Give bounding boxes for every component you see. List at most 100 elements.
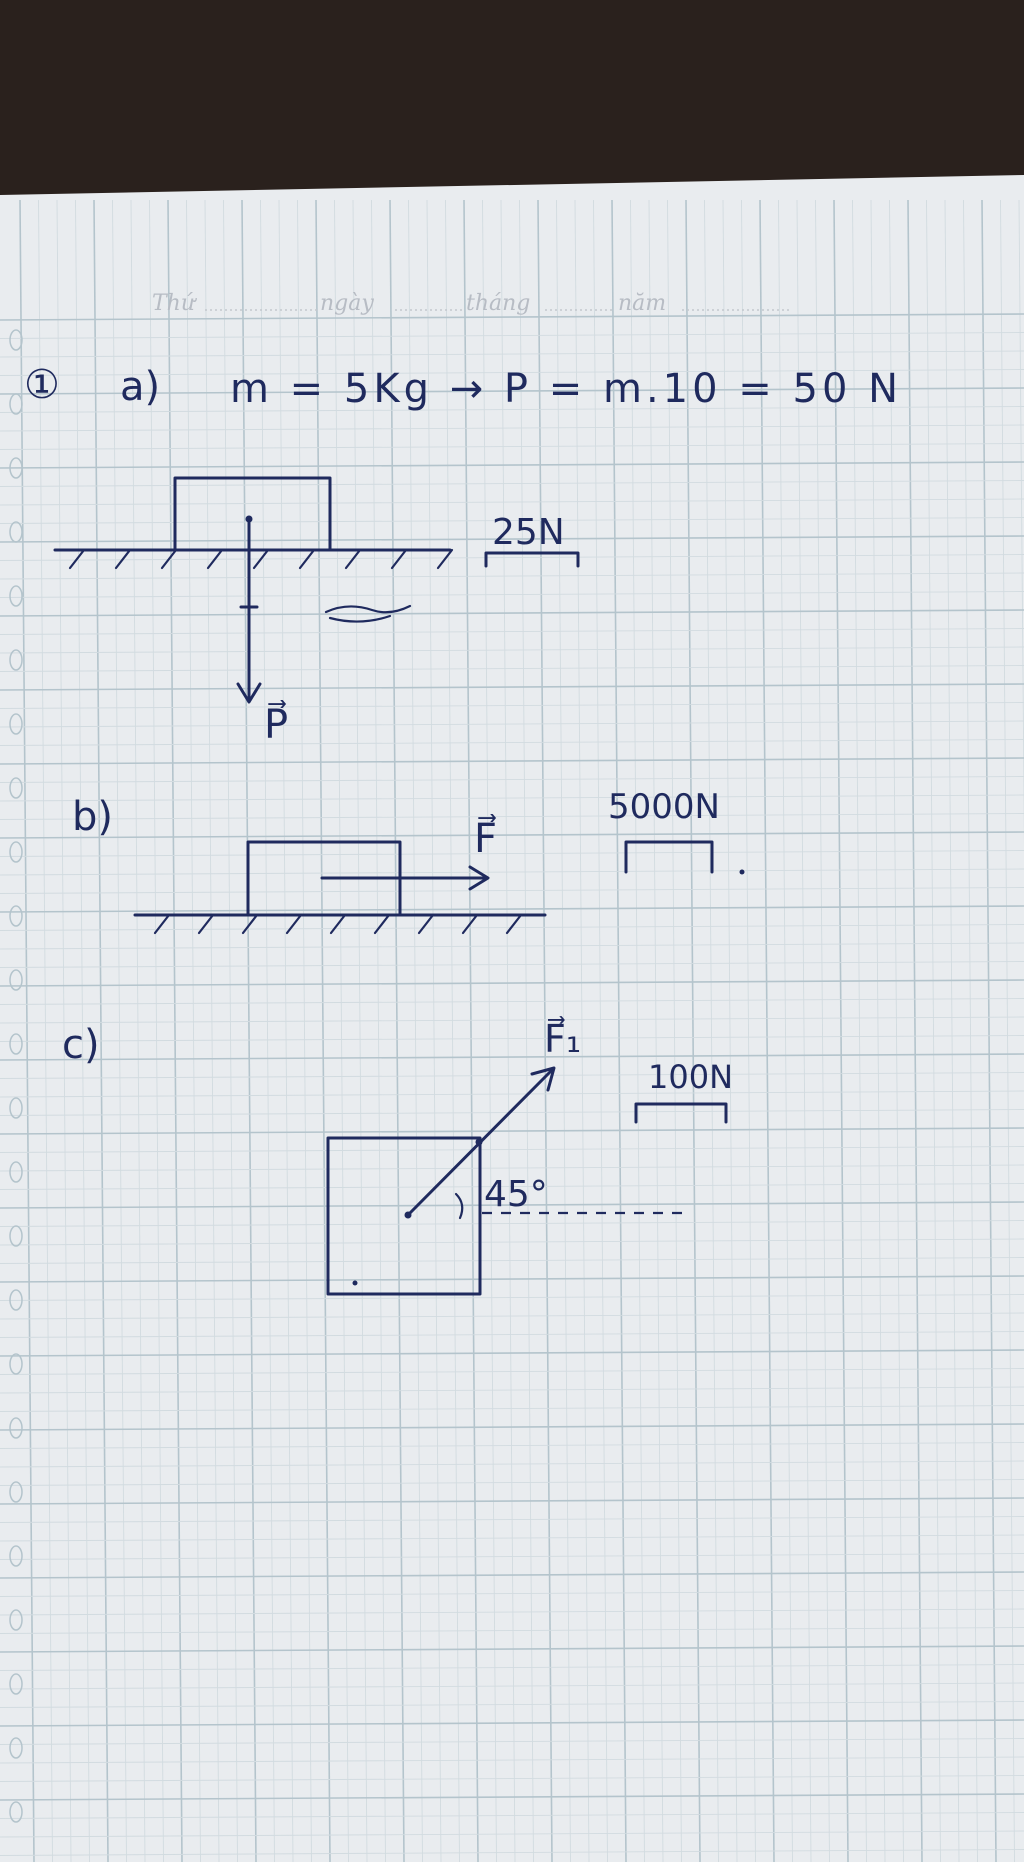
grid-horizontal-line xyxy=(0,1719,1024,1727)
grid-horizontal-line xyxy=(0,1793,1024,1801)
perforation-hole xyxy=(9,1225,23,1247)
grid-vertical-line xyxy=(130,199,146,1862)
grid-horizontal-line xyxy=(0,1553,1024,1560)
grid-horizontal-line xyxy=(0,517,1024,524)
grid-vertical-line xyxy=(537,199,553,1862)
header-year: năm xyxy=(618,291,666,316)
grid-vertical-line xyxy=(556,199,571,1862)
grid-vertical-line xyxy=(93,199,109,1862)
grid-vertical-line xyxy=(167,199,183,1862)
header-weekday: Thứ xyxy=(152,291,197,316)
part-a: ① a) m = 5Kg → P = m.10 = 50 N P⃗ 25N xyxy=(24,362,898,748)
ground-hatching-a xyxy=(68,548,454,570)
perforation-hole xyxy=(9,1609,23,1631)
weight-arrowhead xyxy=(236,682,262,704)
angle-arc xyxy=(454,1192,464,1220)
grid-horizontal-line xyxy=(0,1238,1024,1246)
grid-horizontal-line xyxy=(0,443,1024,450)
part-c-label: c) xyxy=(62,1022,100,1068)
weight-vector-label: P⃗ xyxy=(264,700,288,748)
grid-vertical-line xyxy=(445,199,460,1862)
grid-vertical-line xyxy=(482,199,497,1862)
part-b-vector-label: F⃗ xyxy=(474,814,497,862)
grid-horizontal-line xyxy=(0,1201,1024,1209)
part-a-label: a) xyxy=(120,364,160,410)
grid-horizontal-line xyxy=(0,646,1024,654)
perforation-hole xyxy=(9,329,23,351)
grid-vertical-line xyxy=(981,199,997,1862)
grid-horizontal-line xyxy=(0,1479,1024,1486)
part-a-scale-bar xyxy=(484,551,580,568)
grid-horizontal-line xyxy=(0,313,1024,321)
grid-horizontal-line xyxy=(0,498,1024,506)
perforation-hole xyxy=(9,1289,23,1311)
perforation-hole xyxy=(9,393,23,415)
grid-horizontal-line xyxy=(0,1423,1024,1431)
grid-horizontal-line xyxy=(0,572,1024,580)
hatch-stroke xyxy=(285,913,303,935)
hatch-stroke xyxy=(252,548,270,570)
grid-horizontal-line xyxy=(0,1312,1024,1320)
grid-horizontal-line xyxy=(0,776,1024,783)
grid-vertical-line xyxy=(648,199,664,1862)
hatch-stroke xyxy=(153,913,171,935)
scribble-mark xyxy=(324,604,412,623)
grid-horizontal-line xyxy=(0,1645,1024,1653)
grid-horizontal-line xyxy=(0,1405,1024,1412)
grid-horizontal-line xyxy=(0,1294,1024,1301)
perforation-hole xyxy=(9,457,23,479)
grid-vertical-line xyxy=(944,199,960,1862)
grid-horizontal-line xyxy=(0,1331,1024,1338)
hatch-stroke xyxy=(160,548,178,570)
perforation-hole xyxy=(9,1481,23,1503)
grid-horizontal-line xyxy=(0,1035,1024,1042)
grid-horizontal-line xyxy=(0,480,1024,487)
grid-horizontal-line xyxy=(0,1497,1024,1505)
grid-vertical-line xyxy=(56,199,72,1862)
grid-horizontal-line xyxy=(0,683,1024,691)
block-c xyxy=(326,1136,482,1296)
perforation-hole xyxy=(9,969,23,991)
grid-horizontal-line xyxy=(0,1608,1024,1616)
grid-horizontal-line xyxy=(0,406,1024,413)
grid-horizontal-line xyxy=(0,609,1024,617)
grid-horizontal-line xyxy=(0,1812,1024,1819)
perforation-hole xyxy=(9,1097,23,1119)
grid-horizontal-line xyxy=(0,831,1024,839)
grid-vertical-line xyxy=(815,199,830,1862)
grid-horizontal-line xyxy=(0,1220,1024,1227)
perforation-hole xyxy=(9,649,23,671)
grid-horizontal-line xyxy=(0,942,1024,950)
grid-horizontal-line xyxy=(0,665,1024,672)
ground-hatching-b xyxy=(153,913,523,935)
paper-sheet xyxy=(0,175,1024,1862)
grid-vertical-line xyxy=(833,199,849,1862)
grid-horizontal-line xyxy=(0,1053,1024,1061)
grid-vertical-line xyxy=(963,199,978,1862)
hatch-stroke xyxy=(241,913,259,935)
grid-horizontal-line xyxy=(0,1386,1024,1394)
grid-horizontal-line xyxy=(0,1534,1024,1542)
grid-horizontal-line xyxy=(0,1664,1024,1671)
grid-horizontal-line xyxy=(0,1516,1024,1523)
grid-vertical-line xyxy=(426,199,442,1862)
perforation-hole xyxy=(9,841,23,863)
force-arrowhead-c xyxy=(530,1066,556,1092)
hatch-stroke xyxy=(436,548,454,570)
perforation-hole xyxy=(9,1417,23,1439)
perforation-hole xyxy=(9,1801,23,1823)
grid-horizontal-line xyxy=(0,535,1024,543)
grid-vertical-line xyxy=(149,199,164,1862)
grid-vertical-line xyxy=(408,199,423,1862)
grid-horizontal-line xyxy=(0,554,1024,561)
grid-vertical-line xyxy=(611,199,627,1862)
grid-vertical-line xyxy=(778,199,793,1862)
hatch-stroke xyxy=(344,548,362,570)
grid-vertical-line xyxy=(741,199,756,1862)
grid-horizontal-line xyxy=(0,1127,1024,1135)
perforation-hole xyxy=(9,1545,23,1567)
grid-vertical-line xyxy=(722,199,738,1862)
grid-vertical-line xyxy=(75,199,90,1862)
